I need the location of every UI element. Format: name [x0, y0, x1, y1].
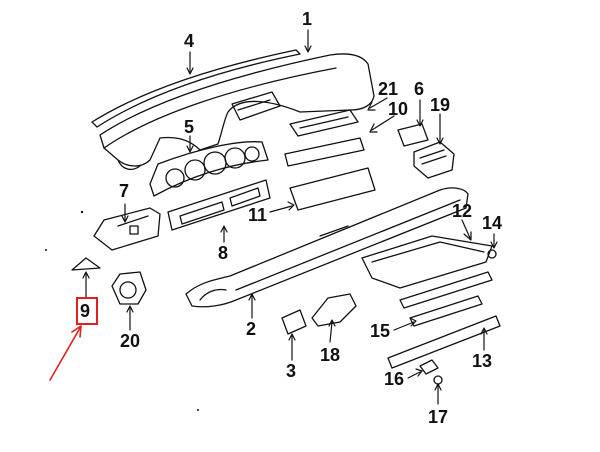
- red-pointer-arrow: [49, 325, 82, 381]
- callout-9: 9: [80, 301, 91, 321]
- part-19-vent: [413, 141, 455, 179]
- callout-20: 20: [120, 331, 141, 351]
- callout-7: 7: [119, 181, 130, 201]
- callout-15: 15: [370, 321, 391, 341]
- callout-2: 2: [246, 319, 257, 339]
- callout-1: 1: [302, 9, 313, 29]
- highlight-box-9: [76, 297, 98, 325]
- part-10-trim-plate: [284, 137, 365, 167]
- callout-19: 19: [430, 95, 451, 115]
- part-12-glove-box: [361, 235, 493, 289]
- part-2-lower-dash: [185, 187, 469, 308]
- callout-3: 3: [286, 361, 297, 381]
- part-6-trim: [397, 123, 429, 147]
- part-1-dash-pad: [99, 53, 375, 171]
- part-3-bracket: [281, 309, 307, 335]
- callout-6: 6: [414, 79, 425, 99]
- part-18-tray: [311, 293, 357, 327]
- part-7-bracket: [93, 207, 161, 251]
- callout-17: 17: [428, 407, 449, 427]
- leader-arrows: [82, 29, 498, 405]
- part-5-instrument-cluster: [149, 141, 269, 197]
- part-16-latch: [419, 359, 439, 375]
- stray-dots: [45, 210, 199, 411]
- callout-14: 14: [482, 213, 503, 233]
- callout-21: 21: [378, 79, 399, 99]
- part-4-trim-strip: [91, 49, 301, 128]
- part-15-trim-bar: [399, 271, 493, 327]
- callout-8: 8: [218, 243, 229, 263]
- part-13-door: [387, 315, 501, 369]
- callout-5: 5: [184, 117, 195, 137]
- callout-4: 4: [184, 31, 195, 51]
- part-21-panel: [289, 109, 359, 137]
- part-17-bolt: [433, 375, 443, 385]
- part-8-radio-bezel: [167, 179, 271, 231]
- part-20-round-vent: [111, 271, 147, 305]
- part-9-corner-piece: [71, 257, 101, 271]
- part-11-panel: [289, 167, 376, 211]
- callout-10: 10: [388, 99, 409, 119]
- callout-11: 11: [248, 205, 268, 225]
- part-14-clip: [487, 249, 497, 259]
- callout-16: 16: [384, 369, 405, 389]
- callout-18: 18: [320, 345, 341, 365]
- callout-12: 12: [452, 201, 473, 221]
- callout-13: 13: [472, 351, 493, 371]
